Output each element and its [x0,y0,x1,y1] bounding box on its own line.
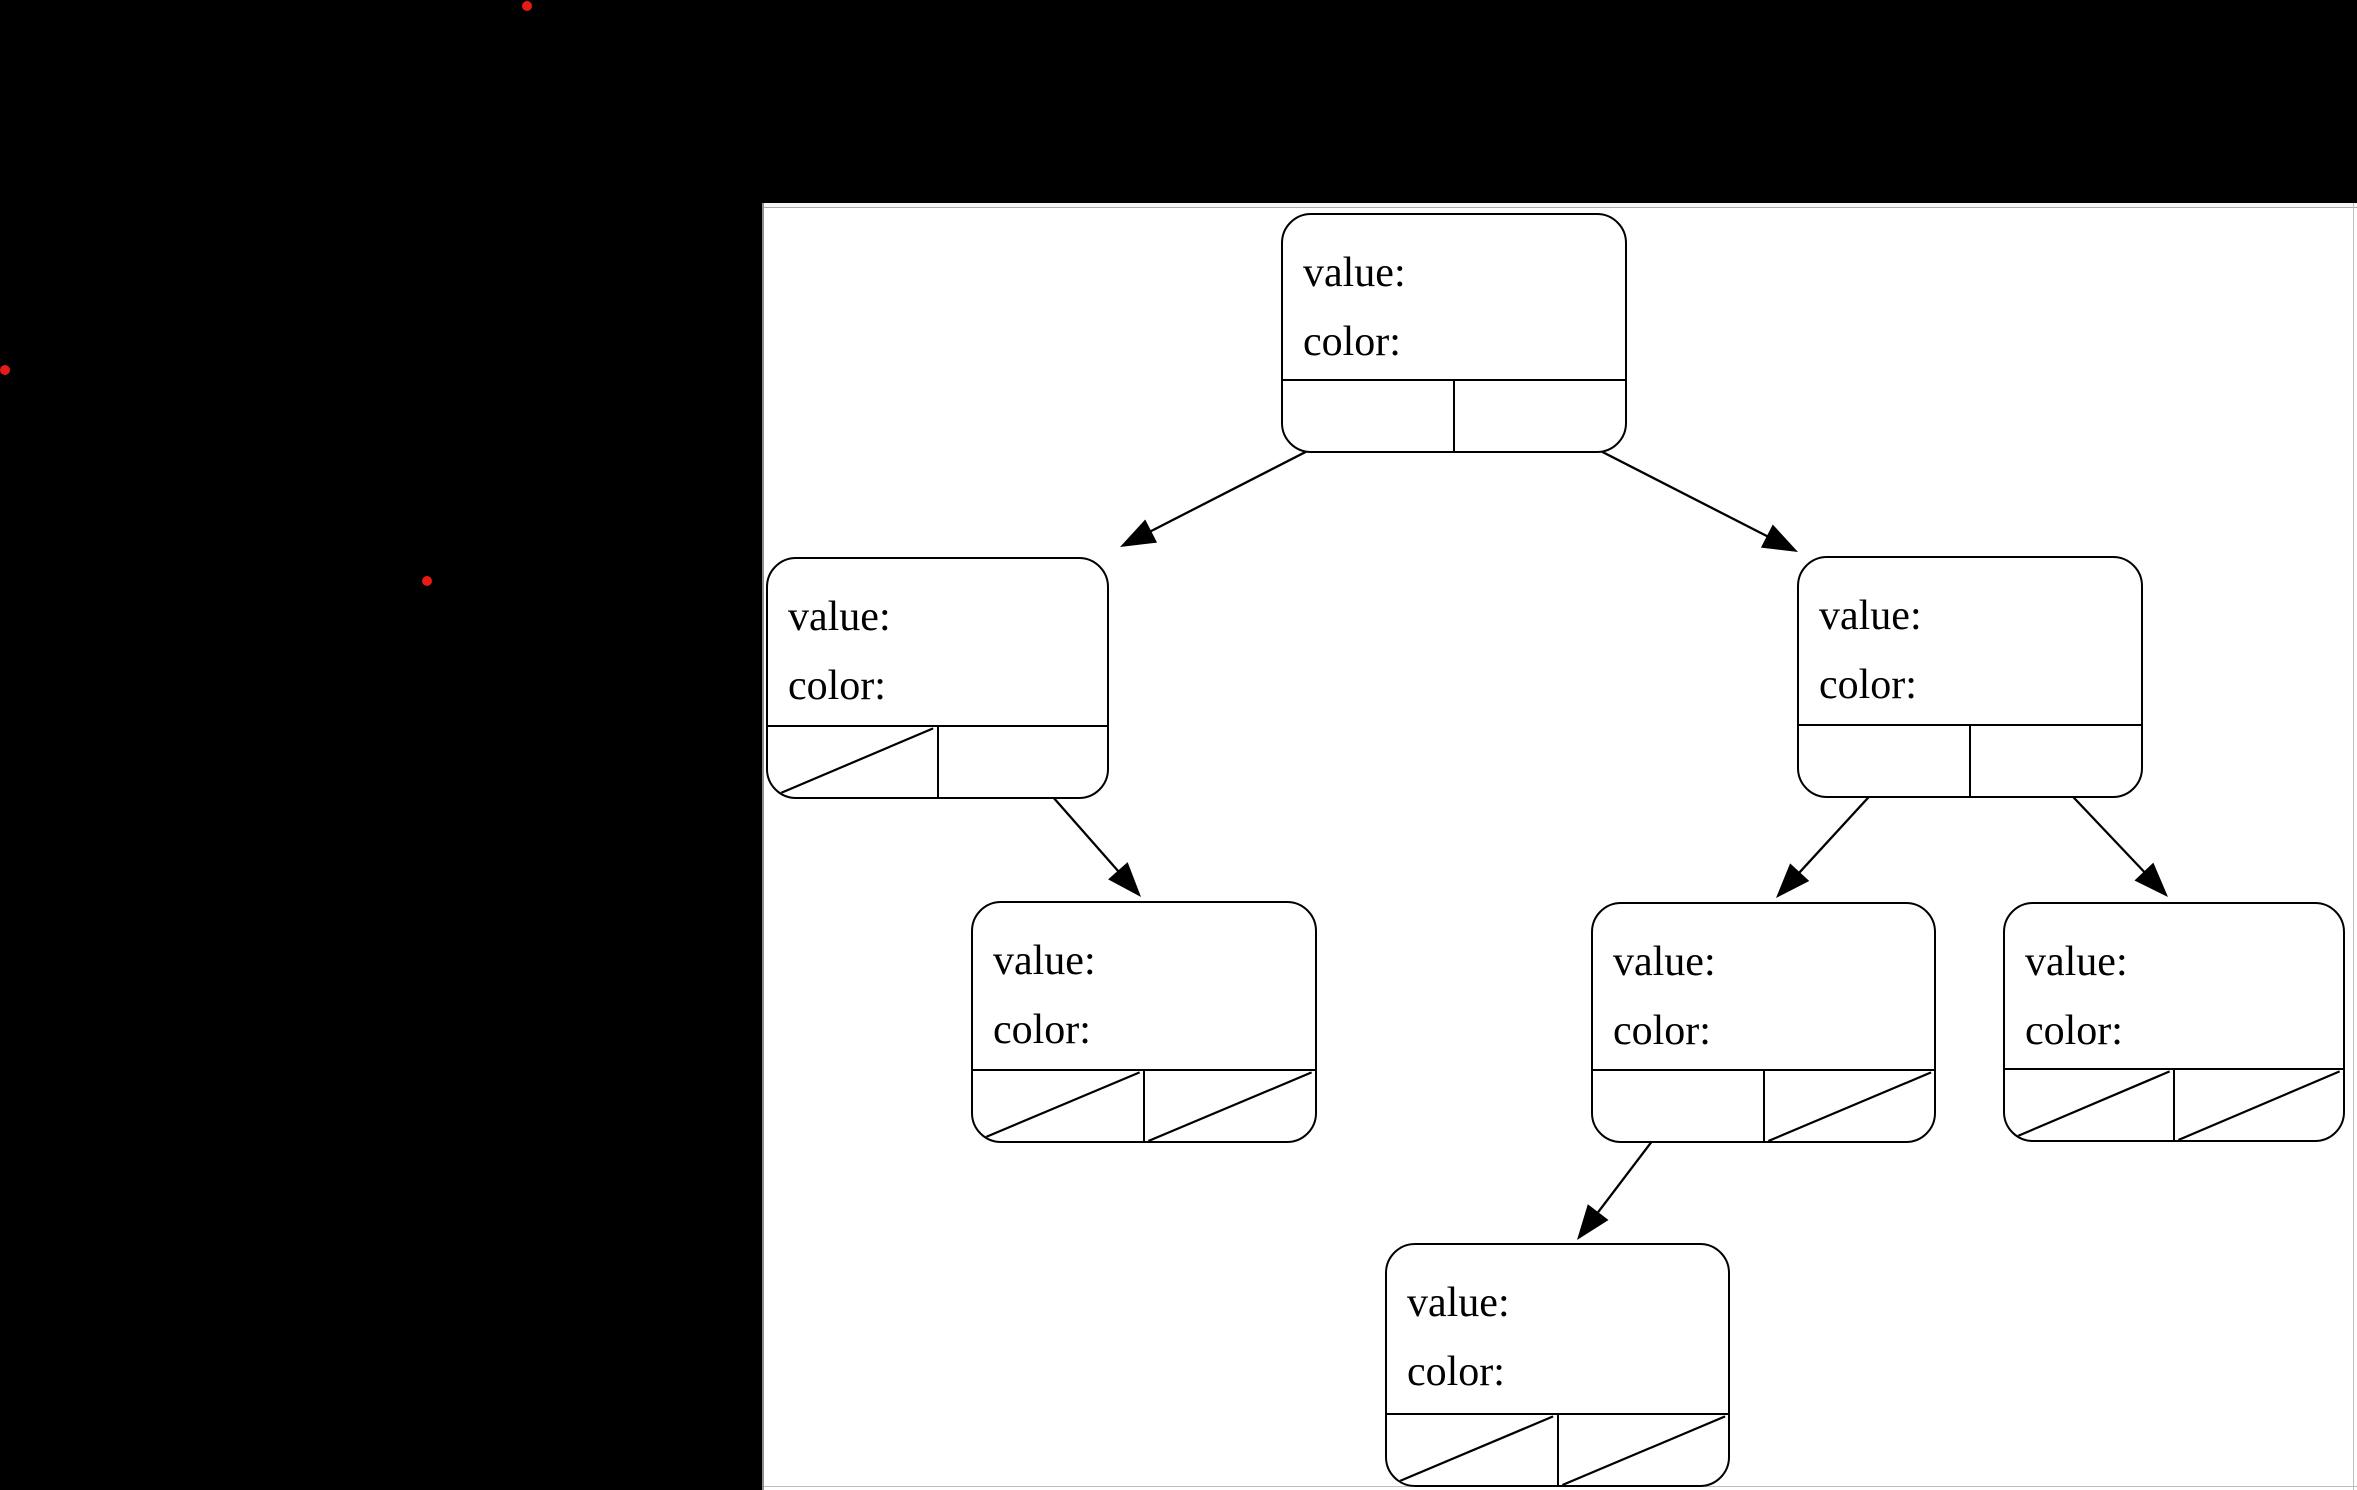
color-label: color: [993,1007,1091,1053]
tree-node-left-right-grandchild: value: color: [971,901,1317,1143]
right-pointer-cell [1453,381,1625,451]
null-slash-icon [1559,1415,1729,1485]
tree-node-left-child: value: color: [766,557,1109,799]
value-label: value: [1819,593,1922,639]
node-pointer-row [1799,724,2141,796]
tree-node-right-left-grandchild: value: color: [1591,902,1936,1143]
value-label: value: [1613,939,1716,985]
node-pointer-row [768,725,1107,797]
null-slash-icon [2005,1070,2173,1140]
left-pointer-cell [1593,1071,1763,1141]
node-pointer-row [1283,379,1625,451]
left-pointer-cell [1799,726,1969,796]
right-pointer-cell [1969,726,2141,796]
color-label: color: [1613,1008,1711,1054]
red-dot-1 [522,1,532,11]
node-pointer-row [973,1069,1315,1141]
value-label: value: [1407,1280,1510,1326]
panel-top-edge [764,203,2357,208]
panel-right-edge [2353,203,2354,1490]
left-pointer-cell [973,1071,1143,1141]
red-dot-3 [422,576,432,586]
node-fields: value: color: [1593,904,1934,1069]
color-label: color: [1819,662,1917,708]
node-fields: value: color: [1387,1245,1728,1413]
left-pointer-cell [2005,1070,2173,1140]
color-label: color: [788,663,886,709]
right-pointer-cell [1556,1415,1729,1485]
null-slash-icon [1145,1071,1315,1141]
color-label: color: [2025,1008,2123,1054]
node-fields: value: color: [1283,215,1625,379]
value-label: value: [1303,250,1406,296]
right-pointer-cell [936,727,1108,797]
right-pointer-cell [1143,1071,1315,1141]
null-slash-icon [768,727,937,797]
null-slash-icon [1765,1071,1935,1141]
null-slash-icon [2175,1070,2343,1140]
tree-node-bottom-node: value: color: [1385,1243,1730,1487]
left-pointer-cell [768,727,937,797]
null-slash-icon [1387,1415,1557,1485]
node-fields: value: color: [2005,904,2343,1068]
left-pointer-cell [1387,1415,1557,1485]
node-fields: value: color: [768,559,1107,725]
left-pointer-cell [1283,381,1453,451]
tree-node-root: value: color: [1281,213,1627,453]
value-label: value: [993,938,1096,984]
node-pointer-row [1387,1413,1728,1485]
value-label: value: [788,594,891,640]
node-fields: value: color: [1799,558,2141,724]
node-pointer-row [1593,1069,1934,1141]
color-label: color: [1303,319,1401,365]
null-slash-icon [973,1071,1143,1141]
color-label: color: [1407,1349,1505,1395]
node-fields: value: color: [973,903,1315,1069]
tree-node-right-child: value: color: [1797,556,2143,798]
red-dot-2 [0,365,10,375]
value-label: value: [2025,939,2128,985]
right-pointer-cell [2173,1070,2343,1140]
tree-node-right-right-grandchild: value: color: [2003,902,2345,1142]
node-pointer-row [2005,1068,2343,1140]
right-pointer-cell [1762,1071,1935,1141]
